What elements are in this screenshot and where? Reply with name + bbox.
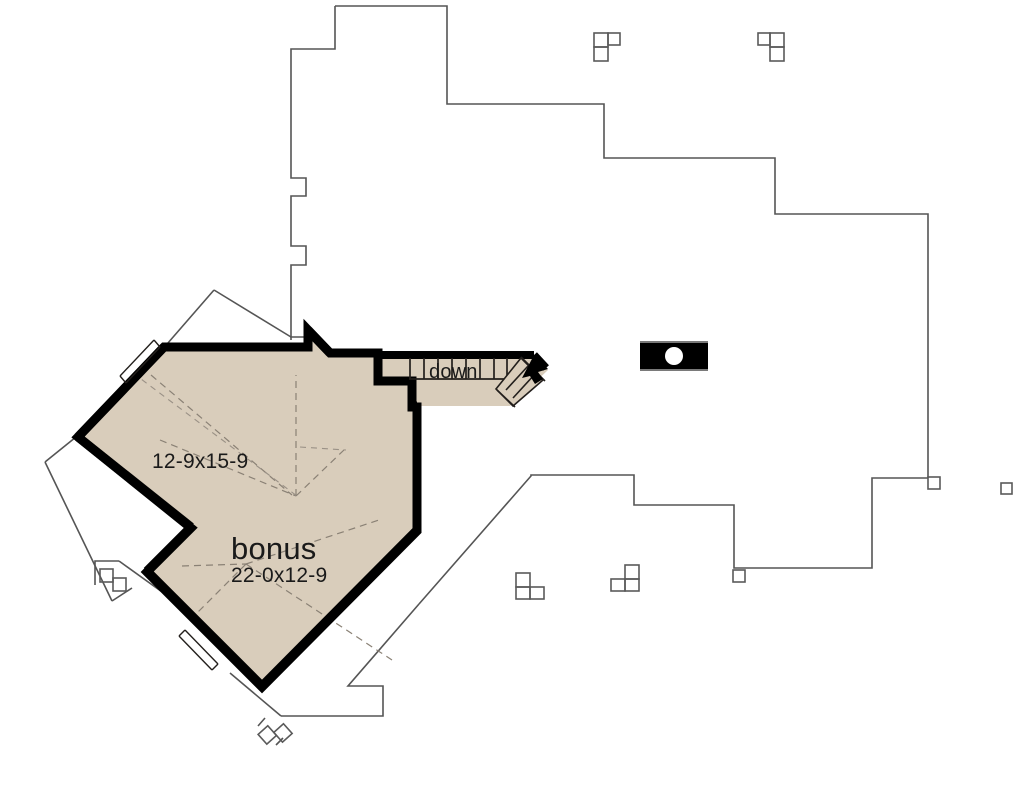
column-symbol [515,572,545,600]
bonus-dim-lower-label: 22-0x12-9 [231,564,327,587]
ceiling-break-lines-secondary [132,372,347,497]
column-symbols [99,32,1013,746]
column-symbol [256,722,294,746]
ceiling-break-lines [150,374,393,661]
column-symbol [593,32,621,62]
column-symbol [1000,482,1013,495]
chimney-flue-icon [640,341,708,371]
stair-treads [409,358,521,380]
lower-level-ghost-outline [44,5,929,746]
column-symbol [99,568,127,592]
column-symbol [757,32,785,62]
bonus-room-fill [78,331,417,686]
window-upper-left [118,338,161,384]
column-symbol [927,476,941,490]
column-symbol [610,564,640,592]
stair-down-label: down [429,361,478,383]
bonus-room-wall-outline [71,318,422,694]
stair-direction-arrow [522,355,548,384]
bonus-dim-upper-label: 12-9x15-9 [152,450,248,473]
column-symbol [732,569,746,583]
bonus-room-name-label: bonus [231,531,316,566]
window-lower-left [177,629,219,674]
